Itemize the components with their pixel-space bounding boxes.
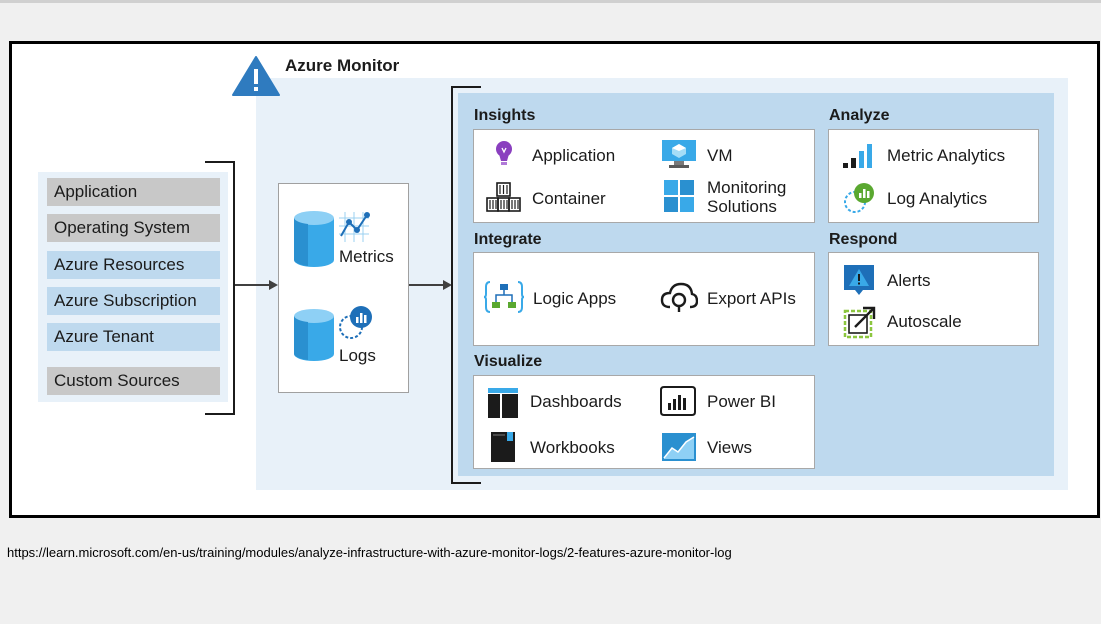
metrics-chart-icon [339,212,370,242]
integrate-logic-apps-label: Logic Apps [533,289,617,308]
autoscale-icon [843,306,876,339]
analyze-heading: Analyze [829,107,890,124]
alert-icon [844,265,874,295]
diagram-title: Azure Monitor [285,56,400,75]
integrate-box [473,252,815,346]
source-azure-subscription: Azure Subscription [47,287,220,315]
arrow-sources-to-stores [235,284,270,286]
visualize-workbooks-label: Workbooks [530,438,615,457]
arrow-head-1 [269,280,278,290]
source-operating-system: Operating System [47,214,220,242]
arrow-head-2 [443,280,452,290]
log-analytics-icon [339,306,372,339]
insights-monitoring-label-2: Solutions [707,197,777,216]
metrics-label: Metrics [339,247,394,266]
cloud-export-icon [660,282,698,312]
visualize-power-bi-label: Power BI [707,392,776,411]
respond-autoscale-label: Autoscale [887,312,962,331]
area-chart-icon [662,433,696,461]
workbook-icon [491,432,515,462]
database-icon [294,211,334,267]
monitor-icon [662,140,696,168]
source-azure-tenant: Azure Tenant [47,323,220,351]
respond-heading: Respond [829,231,898,248]
analyze-log-analytics-label: Log Analytics [887,189,988,208]
power-bi-icon [660,386,696,416]
tiles-icon [664,180,694,212]
capabilities-bracket [451,86,481,484]
analyze-metric-analytics-label: Metric Analytics [887,146,1006,165]
visualize-dashboards-label: Dashboards [530,392,622,411]
container-icon [486,182,521,212]
respond-alerts-label: Alerts [887,271,931,290]
insights-box [473,129,815,223]
arrow-stores-to-capabilities [409,284,444,286]
dashboard-icon [488,388,518,418]
sources-bracket [205,161,235,415]
top-border [0,0,1101,3]
database-icon [294,309,334,361]
logs-label: Logs [339,346,376,365]
insights-application-label: Application [532,146,616,165]
insights-vm-label: VM [707,146,733,165]
visualize-heading: Visualize [474,353,543,370]
integrate-export-apis-label: Export APIs [707,289,796,308]
source-application: Application [47,178,220,206]
log-analytics-icon [844,183,874,213]
warning-triangle-icon [232,56,280,96]
visualize-box [473,375,815,469]
lightbulb-icon [496,141,512,165]
visualize-views-label: Views [707,438,753,457]
insights-monitoring-label-1: Monitoring [707,178,787,197]
source-custom-sources: Custom Sources [47,367,220,395]
bar-chart-icon [843,144,872,168]
logic-apps-icon [484,281,524,313]
integrate-heading: Integrate [474,231,542,248]
insights-container-label: Container [532,189,606,208]
source-url-caption: https://learn.microsoft.com/en-us/traini… [7,545,732,560]
source-azure-resources: Azure Resources [47,251,220,279]
insights-heading: Insights [474,107,536,124]
